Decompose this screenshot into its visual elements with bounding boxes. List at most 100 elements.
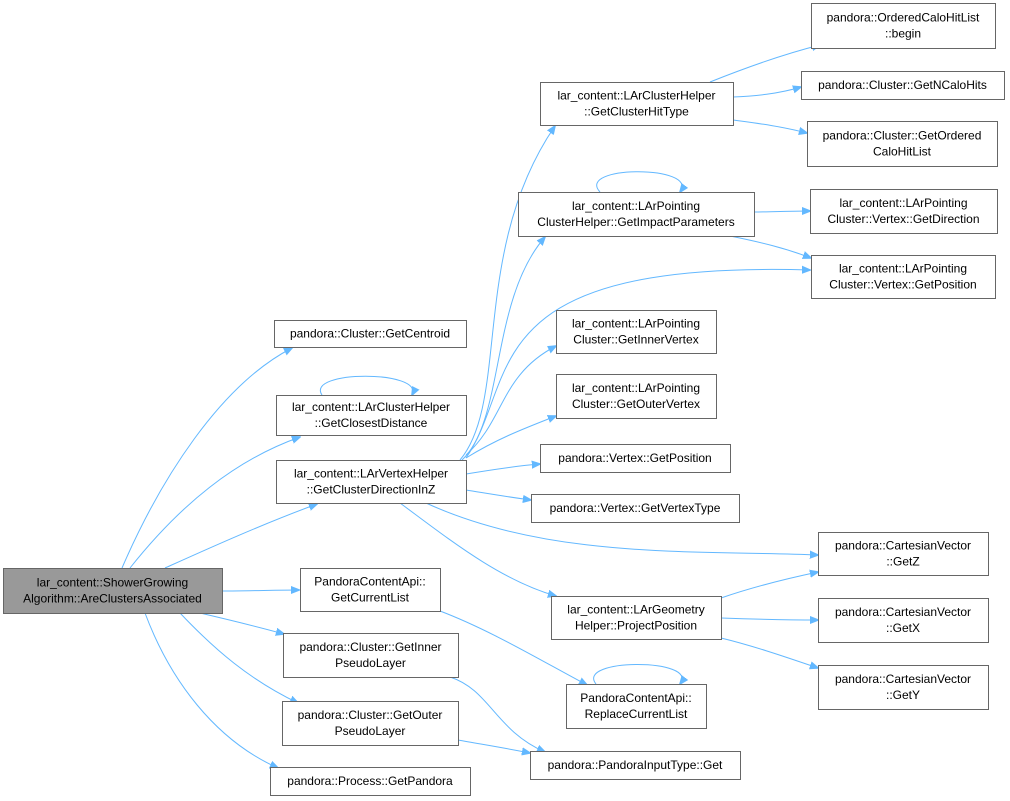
edge-replacelist-to-replacelist — [593, 664, 683, 685]
node-box — [283, 633, 459, 678]
node-box — [540, 444, 731, 473]
edge-root-to-getcentroid — [121, 348, 292, 569]
edge-clusterdirinz-to-projectpos — [399, 502, 556, 596]
node-label: ::GetX — [886, 621, 920, 635]
node-box — [551, 596, 722, 640]
node-box — [530, 751, 741, 780]
node-gety[interactable]: pandora::CartesianVector::GetY — [818, 665, 989, 710]
node-box — [566, 684, 707, 729]
node-clusterhittype[interactable]: lar_content::LArClusterHelper::GetCluste… — [540, 82, 734, 126]
node-vertexpos[interactable]: pandora::Vertex::GetPosition — [540, 444, 731, 473]
node-box — [276, 395, 467, 436]
edge-root-to-getpandora — [144, 612, 278, 768]
node-label: pandora::Vertex::GetPosition — [558, 451, 711, 465]
edge-clusterdirinz-to-vertexpos — [465, 464, 540, 475]
node-label: lar_content::LArClusterHelper — [292, 400, 450, 414]
edge-root-to-outerpseudo — [179, 612, 298, 703]
edge-projectpos-to-getz — [720, 572, 818, 599]
node-getcentroid[interactable]: pandora::Cluster::GetCentroid — [274, 320, 467, 348]
node-replacelist[interactable]: PandoraContentApi::ReplaceCurrentList — [566, 684, 707, 729]
node-label: lar_content::LArGeometry — [567, 603, 704, 617]
node-getcurrentlist[interactable]: PandoraContentApi::GetCurrentList — [300, 568, 441, 612]
edge-root-to-clusterdirinz — [164, 504, 317, 569]
node-box — [556, 374, 717, 419]
node-box — [556, 310, 717, 354]
edge-clusterdirinz-to-getz — [425, 502, 818, 555]
node-label: Algorithm::AreClustersAssociated — [23, 592, 202, 606]
node-label: lar_content::ShowerGrowing — [37, 576, 188, 590]
node-outervertex[interactable]: lar_content::LArPointingCluster::GetOute… — [556, 374, 717, 419]
edge-clusterdirinz-to-innervertex — [465, 346, 556, 456]
node-label: ::GetClusterHitType — [584, 105, 689, 119]
node-box — [3, 568, 223, 614]
node-label: pandora::OrderedCaloHitList — [827, 11, 980, 25]
node-label: pandora::CartesianVector — [835, 605, 971, 619]
node-clusterdirinz[interactable]: lar_content::LArVertexHelper::GetCluster… — [276, 460, 467, 504]
edge-clusterhittype-to-ncalohits — [732, 87, 801, 98]
node-box — [540, 82, 734, 126]
edge-outerpseudo-to-inputtype — [457, 739, 530, 753]
node-ptposition[interactable]: lar_content::LArPointingCluster::Vertex:… — [811, 255, 996, 299]
node-projectpos[interactable]: lar_content::LArGeometryHelper::ProjectP… — [551, 596, 722, 640]
node-innervertex[interactable]: lar_content::LArPointingCluster::GetInne… — [556, 310, 717, 354]
node-label: Helper::ProjectPosition — [575, 619, 697, 633]
edge-clusterdirinz-to-vertextype — [465, 489, 531, 500]
node-label: ::GetClusterDirectionInZ — [307, 483, 436, 497]
node-box — [818, 532, 989, 576]
node-label: pandora::Process::GetPandora — [287, 774, 453, 788]
node-label: Cluster::GetOuterVertex — [572, 397, 700, 411]
node-inputtype[interactable]: pandora::PandoraInputType::Get — [530, 751, 741, 780]
node-label: GetCurrentList — [331, 591, 410, 605]
node-box — [300, 568, 441, 612]
node-getx[interactable]: pandora::CartesianVector::GetX — [818, 598, 989, 643]
node-box — [276, 460, 467, 504]
node-label: ::begin — [885, 27, 921, 41]
edge-impactparams-to-impactparams — [596, 171, 682, 192]
node-impactparams[interactable]: lar_content::LArPointingClusterHelper::G… — [518, 192, 755, 237]
node-ptdirection[interactable]: lar_content::LArPointingCluster::Vertex:… — [810, 189, 998, 234]
edge-clusterhittype-to-orderedbegin — [709, 45, 820, 83]
node-getz[interactable]: pandora::CartesianVector::GetZ — [818, 532, 989, 576]
edge-clusterhittype-to-orderedcalo — [732, 119, 807, 133]
node-closestdistance[interactable]: lar_content::LArClusterHelper::GetCloses… — [276, 395, 467, 436]
node-label: ClusterHelper::GetImpactParameters — [537, 215, 734, 229]
node-label: pandora::Cluster::GetInner — [299, 640, 441, 654]
node-label: pandora::Cluster::GetOuter — [298, 708, 443, 722]
edge-root-to-getcurrentlist — [221, 590, 299, 591]
node-label: ::GetZ — [886, 555, 919, 569]
node-label: PandoraContentApi:: — [580, 691, 691, 705]
edge-clusterdirinz-to-outervertex — [465, 416, 556, 459]
node-ncalohits[interactable]: pandora::Cluster::GetNCaloHits — [801, 71, 1005, 100]
node-root[interactable]: lar_content::ShowerGrowingAlgorithm::Are… — [3, 568, 223, 614]
edge-impactparams-to-ptdirection — [753, 211, 810, 212]
node-label: pandora::CartesianVector — [835, 539, 971, 553]
node-box — [811, 3, 996, 49]
node-label: lar_content::LArClusterHelper — [557, 89, 715, 103]
node-label: PseudoLayer — [335, 656, 406, 670]
node-label: pandora::Cluster::GetCentroid — [290, 327, 450, 341]
node-label: lar_content::LArPointing — [839, 262, 967, 276]
node-label: pandora::Vertex::GetVertexType — [550, 501, 721, 515]
node-orderedbegin[interactable]: pandora::OrderedCaloHitList::begin — [811, 3, 996, 49]
node-label: PseudoLayer — [335, 724, 406, 738]
node-getpandora[interactable]: pandora::Process::GetPandora — [270, 767, 471, 796]
node-label: ::GetClosestDistance — [315, 416, 428, 430]
node-label: pandora::CartesianVector — [835, 672, 971, 686]
node-vertextype[interactable]: pandora::Vertex::GetVertexType — [531, 494, 740, 523]
edge-clusterdirinz-to-impactparams — [461, 237, 545, 461]
node-label: Cluster::Vertex::GetPosition — [829, 278, 976, 292]
edge-projectpos-to-getx — [720, 618, 818, 620]
node-label: pandora::Cluster::GetNCaloHits — [818, 78, 987, 92]
node-label: ::GetY — [886, 688, 920, 702]
node-box — [818, 598, 989, 643]
node-box — [811, 255, 996, 299]
node-box — [818, 665, 989, 710]
edges-layer — [121, 45, 820, 768]
node-label: pandora::PandoraInputType::Get — [548, 758, 723, 772]
edge-closestdistance-to-closestdistance — [319, 375, 413, 395]
node-box — [801, 71, 1005, 100]
